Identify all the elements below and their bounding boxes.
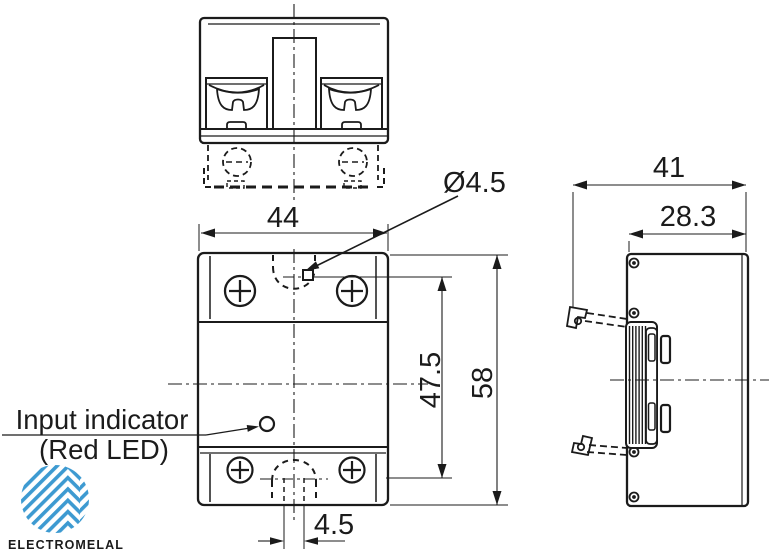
screw-icon-top-right — [335, 274, 369, 308]
hole-edge-detail — [302, 269, 314, 281]
mounting-clip-icon-top — [565, 305, 628, 330]
dim-hole-diameter-label: Ø4.5 — [443, 167, 506, 199]
dim-bottom-slot: 4.5 — [258, 505, 354, 549]
front-view — [168, 249, 428, 524]
screw-icon-top-left — [223, 274, 257, 308]
annotation-leader — [205, 427, 251, 436]
dim-bottom-slot-label: 4.5 — [314, 509, 354, 541]
dimensions: 44 Ø4.5 47.5 58 — [198, 152, 747, 549]
dim-hole-spacing: 47.5 — [313, 276, 452, 479]
top-view — [198, 4, 390, 200]
mounting-hole-hidden-right — [338, 147, 368, 177]
dim-front-height: 58 — [390, 254, 508, 506]
led-indicator-circle — [258, 415, 276, 433]
dim-hole-diameter: Ø4.5 — [305, 167, 506, 271]
mounting-clip-icon-bottom — [570, 434, 628, 457]
side-slot-lower — [659, 403, 672, 434]
dim-side-body: 28.3 — [628, 201, 746, 252]
annotation-arrowhead — [246, 425, 259, 432]
dim-side-overall: 41 — [572, 152, 747, 308]
din-clip-side — [625, 321, 672, 449]
screw-icon-bottom-right — [338, 456, 366, 484]
terminal-left — [205, 77, 268, 130]
logo: ELECTROMELAL — [8, 465, 124, 552]
led-annotation: Input indicator (Red LED) — [2, 404, 259, 465]
logo-mark — [21, 465, 89, 533]
dim-side-body-label: 28.3 — [660, 201, 716, 233]
dim-front-width-label: 44 — [267, 202, 299, 234]
front-view-body-outline — [196, 251, 390, 507]
mounting-hole-hidden-left — [222, 147, 252, 177]
dim-front-height-label: 58 — [467, 367, 499, 399]
side-slot-upper — [659, 334, 672, 365]
side-view — [565, 252, 769, 508]
dim-side-overall-label: 41 — [653, 152, 685, 184]
terminal-right — [320, 77, 383, 130]
red-led-label: (Red LED) — [39, 434, 169, 465]
dim-front-width: 44 — [198, 202, 389, 251]
dim-hole-spacing-label: 47.5 — [415, 352, 447, 408]
logo-wordmark: ELECTROMELAL — [8, 538, 124, 552]
input-indicator-label: Input indicator — [16, 404, 189, 435]
screw-icon-bottom-left — [226, 456, 254, 484]
